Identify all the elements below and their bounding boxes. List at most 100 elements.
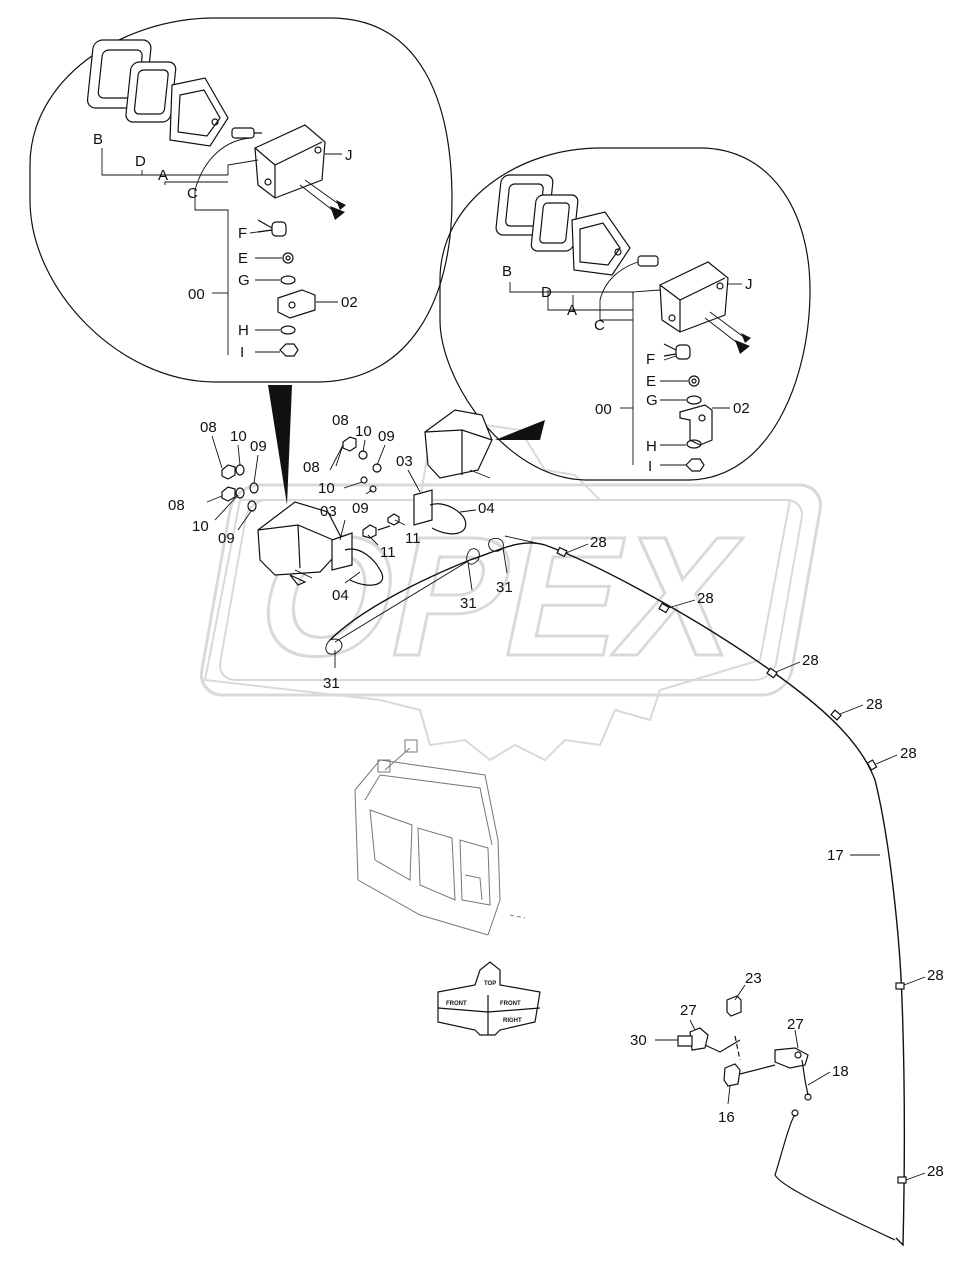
lamp-bulb-c xyxy=(231,127,262,139)
callout-28-b: 28 xyxy=(697,590,714,607)
harness-end-loop-b xyxy=(466,548,480,565)
label-a: A xyxy=(158,167,168,184)
label-j-right: J xyxy=(745,276,753,293)
label-i-right: I xyxy=(648,458,652,475)
callout-09-d: 09 xyxy=(352,500,369,517)
work-lamp-right xyxy=(424,409,493,479)
callout-18: 18 xyxy=(832,1063,849,1080)
watermark-frame-outer xyxy=(199,483,822,697)
label-d-right: D xyxy=(541,284,552,301)
bracket-02 xyxy=(277,289,316,319)
callout-08-b: 08 xyxy=(168,497,185,514)
label-i: I xyxy=(240,344,244,361)
callout-31-a: 31 xyxy=(460,595,477,612)
lamp-gasket-d-right xyxy=(530,194,579,252)
callout-03-b: 03 xyxy=(320,503,337,520)
label-d: D xyxy=(135,153,146,170)
main-leaders xyxy=(206,435,926,1181)
lamp-housing-j-right xyxy=(659,261,751,354)
label-f-right: F xyxy=(646,351,655,368)
callout-08-d: 08 xyxy=(303,459,320,476)
label-assembly: 00 xyxy=(188,286,205,303)
label-e-right: E xyxy=(646,373,656,390)
detail-bubble-right: B D A C J F E G 00 02 H I xyxy=(439,147,811,481)
detail-bubble-upper: B D A C J F E G 00 02 H I xyxy=(29,17,453,505)
callout-17: 17 xyxy=(827,847,844,864)
label-j: J xyxy=(345,147,353,164)
callout-28-a: 28 xyxy=(590,534,607,551)
callout-16: 16 xyxy=(718,1109,735,1126)
bracket-02-right xyxy=(679,404,713,446)
callout-10-c: 10 xyxy=(355,423,372,440)
callout-28-f: 28 xyxy=(927,967,944,984)
label-bracket-right: 02 xyxy=(733,400,750,417)
harness-branch xyxy=(334,535,546,643)
callout-28-g: 28 xyxy=(927,1163,944,1180)
harness-clips xyxy=(556,546,907,1184)
callout-11-a: 11 xyxy=(380,544,396,561)
label-e: E xyxy=(238,250,248,267)
washer-h xyxy=(280,325,296,335)
label-f: F xyxy=(238,225,247,242)
callout-28-e: 28 xyxy=(900,745,917,762)
label-b-right: B xyxy=(502,263,512,280)
callout-09-b: 09 xyxy=(218,530,235,547)
callout-10-b: 10 xyxy=(192,518,209,535)
detail-upper-leaders xyxy=(101,137,342,355)
callout-10-a: 10 xyxy=(230,428,247,445)
callout-04-a: 04 xyxy=(478,500,495,517)
hardware-group-left xyxy=(221,464,259,512)
watermark-frame-inner xyxy=(218,499,803,681)
washer-g-right xyxy=(686,395,702,405)
washer-h-right xyxy=(686,439,702,449)
lamp-housing-j xyxy=(254,124,346,220)
arrow-label-front-left: FRONT xyxy=(446,1001,467,1007)
label-g: G xyxy=(238,272,250,289)
label-h: H xyxy=(238,322,249,339)
label-h-right: H xyxy=(646,438,657,455)
label-c-right: C xyxy=(594,317,605,334)
lamp-lens-a-right xyxy=(571,211,631,276)
label-bracket: 02 xyxy=(341,294,358,311)
callout-31-b: 31 xyxy=(496,579,513,596)
callout-08-a: 08 xyxy=(200,419,217,436)
callout-pointer-upper xyxy=(268,385,292,505)
callout-31-c: 31 xyxy=(323,675,340,692)
bracket-03-right xyxy=(413,489,467,535)
bracket-03-left xyxy=(331,532,384,586)
star-washer-e-right xyxy=(688,375,700,387)
nut-i xyxy=(279,343,299,357)
label-assembly-right: 00 xyxy=(595,401,612,418)
callout-27-b: 27 xyxy=(787,1016,804,1033)
screw-f-right xyxy=(663,343,691,360)
screw-f xyxy=(257,219,287,237)
bolt-11 xyxy=(362,513,400,539)
washer-g xyxy=(280,275,296,285)
lamp-gasket-d xyxy=(125,61,177,123)
label-c: C xyxy=(187,185,198,202)
nut-i-right xyxy=(685,458,705,472)
orientation-arrow-symbol: FRONT TOP FRONT RIGHT xyxy=(437,961,541,1036)
callout-28-c: 28 xyxy=(802,652,819,669)
harness-end-loop-a xyxy=(325,638,343,655)
lamp-bulb-c-right xyxy=(637,255,659,267)
callout-11-b: 11 xyxy=(405,530,421,547)
star-washer-e xyxy=(282,252,294,264)
detail-right-leaders xyxy=(509,261,742,466)
callout-30: 30 xyxy=(630,1032,647,1049)
label-b: B xyxy=(93,131,103,148)
callout-labels: 08 10 09 08 10 09 08 10 09 08 10 09 03 0… xyxy=(168,412,944,1180)
arrow-label-front-right: FRONT xyxy=(500,1001,521,1007)
callout-28-d: 28 xyxy=(866,696,883,713)
callout-10-d: 10 xyxy=(318,480,335,497)
callout-09-c: 09 xyxy=(378,428,395,445)
callout-04-b: 04 xyxy=(332,587,349,604)
arrow-label-top: TOP xyxy=(484,981,496,987)
arrow-label-right: RIGHT xyxy=(503,1018,522,1024)
callout-08-c: 08 xyxy=(332,412,349,429)
callout-03-a: 03 xyxy=(396,453,413,470)
callout-pointer-right xyxy=(495,420,545,440)
label-a-right: A xyxy=(567,302,577,319)
callout-09-a: 09 xyxy=(250,438,267,455)
